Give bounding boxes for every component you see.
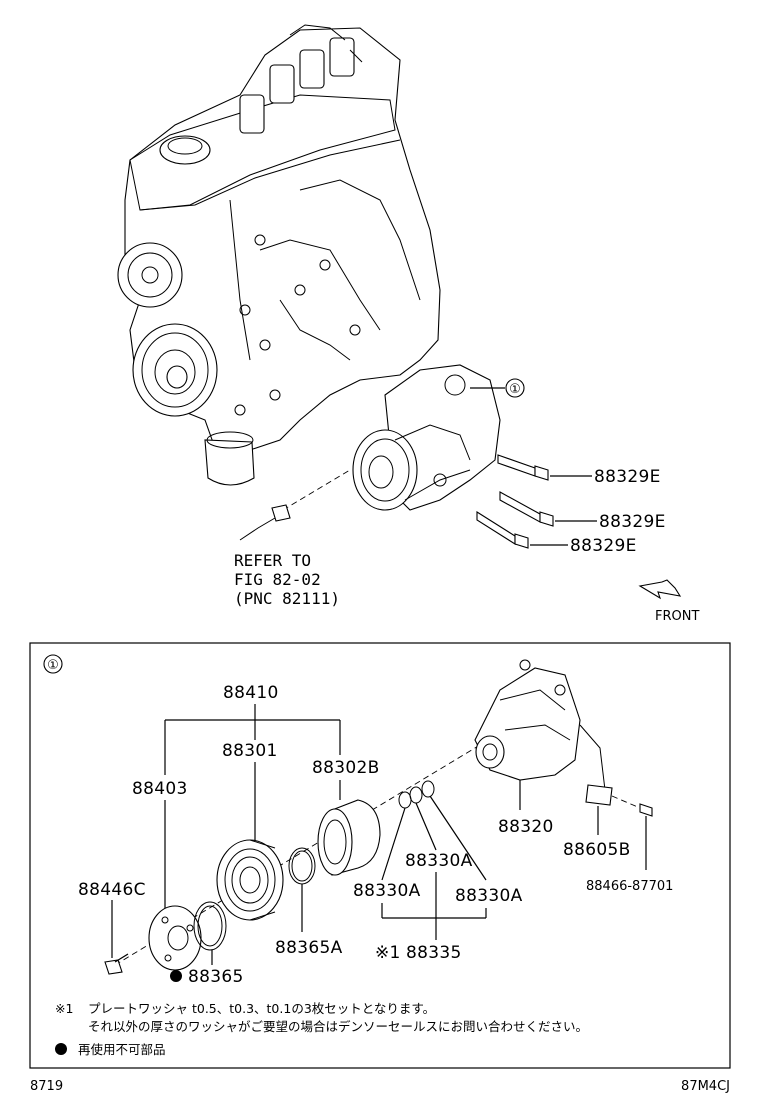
note-1-line-2: それ以外の厚さのワッシャがご要望の場合はデンソーセールスにお問い合わせください。 xyxy=(88,1019,588,1034)
label-88330A-right: 88330A xyxy=(455,886,523,906)
footer-right-code: 87M4CJ xyxy=(681,1079,730,1094)
snap-ring-icon xyxy=(193,901,227,951)
compressor-illustration xyxy=(352,364,501,511)
note-1-line-1: プレートワッシャ t0.5、t0.3、t0.1の3枚セットとなります。 xyxy=(88,1001,435,1016)
sensor-icon xyxy=(579,724,613,806)
field-coil-icon xyxy=(317,799,381,876)
label-88301: 88301 xyxy=(222,741,278,761)
note-2-bullet xyxy=(55,1043,67,1055)
label-88403: 88403 xyxy=(132,779,188,799)
pulley-icon xyxy=(216,839,284,921)
front-arrow-icon xyxy=(638,579,682,600)
bolt-icon xyxy=(104,953,129,975)
screw-icon xyxy=(639,803,653,817)
footer-left-code: 8719 xyxy=(30,1079,63,1094)
inset-frame xyxy=(29,642,731,1069)
compressor-body-icon xyxy=(474,659,581,781)
label-88365: 88365 xyxy=(188,967,244,987)
ring-icon xyxy=(288,847,316,885)
refer-line-3: (PNC 82111) xyxy=(234,589,340,608)
label-88365A: 88365A xyxy=(275,938,343,958)
clutch-plate-icon xyxy=(148,905,202,971)
label-88410: 88410 xyxy=(223,683,279,703)
label-88335: 88335 xyxy=(406,943,462,963)
label-88330A-top: 88330A xyxy=(405,851,473,871)
label-88330A-left: 88330A xyxy=(353,881,421,901)
bolt-label-1: 88329E xyxy=(594,467,661,487)
refer-line-1: REFER TO xyxy=(234,551,311,570)
label-88320: 88320 xyxy=(498,817,554,837)
callout-symbol: ① xyxy=(509,382,521,397)
engine-illustration xyxy=(117,24,441,486)
note-1-mark: ※1 xyxy=(55,1001,73,1016)
label-88302B: 88302B xyxy=(312,758,380,778)
inset-symbol: ① xyxy=(47,658,59,673)
refer-line-2: FIG 82-02 xyxy=(234,570,321,589)
note-2-text: 再使用不可部品 xyxy=(78,1042,166,1057)
non-reusable-mark xyxy=(170,970,182,982)
bolt-label-3: 88329E xyxy=(570,536,637,556)
label-88335-mark: ※1 xyxy=(375,943,401,963)
label-88605B: 88605B xyxy=(563,840,631,860)
front-label: FRONT xyxy=(655,609,699,624)
label-88446C: 88446C xyxy=(78,880,146,900)
bolt-icon xyxy=(476,454,554,549)
bolt-label-2: 88329E xyxy=(599,512,666,532)
label-88466: 88466-87701 xyxy=(586,879,673,894)
